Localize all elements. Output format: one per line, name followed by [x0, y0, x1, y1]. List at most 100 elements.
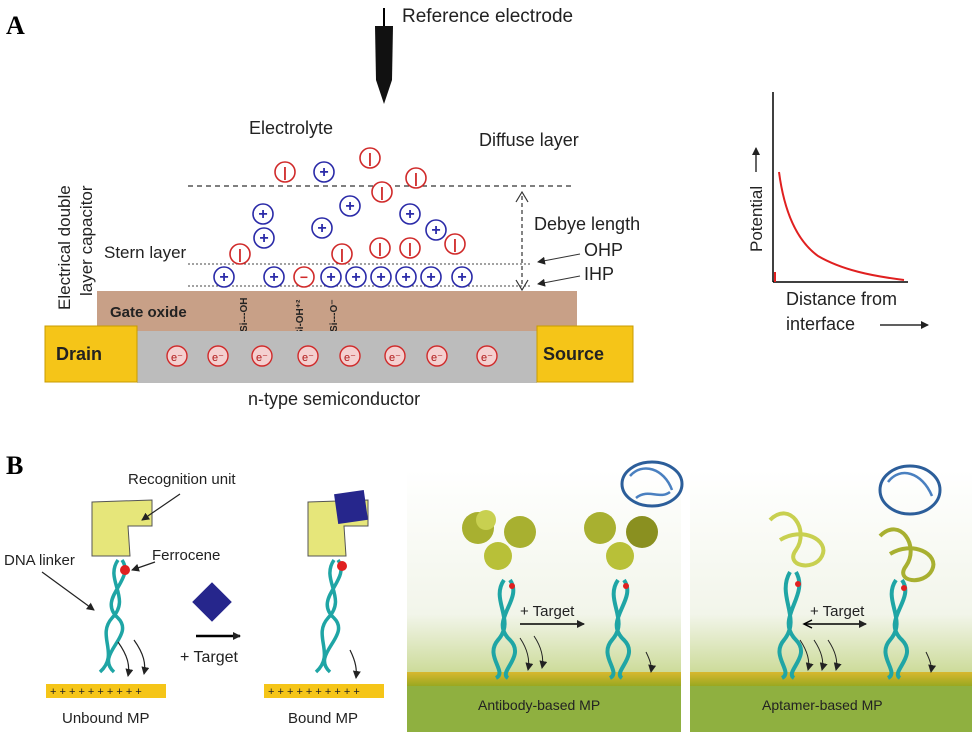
svg-text:|: | [414, 170, 418, 186]
cation-icon: + [345, 266, 367, 288]
antibody-label: Antibody-based MP [478, 697, 600, 713]
anion-icon: | [405, 167, 427, 189]
svg-text:e⁻: e⁻ [389, 352, 401, 364]
cation-icon: + [395, 266, 417, 288]
potential-graph: Potential Distance from interface [747, 92, 929, 334]
ion-group: |+|||++++++|||||++−++++++ [213, 147, 473, 288]
gate-oxide-label: Gate oxide [110, 304, 187, 321]
panel-b: B + + + + + + + + + + Unbound MP Recogni… [4, 451, 972, 732]
cation-icon: + [213, 266, 235, 288]
electron-icon: e⁻ [207, 345, 229, 367]
target-molecule-icon [192, 582, 232, 622]
anion-icon: | [399, 237, 421, 259]
svg-text:+: + [345, 198, 354, 215]
svg-text:|: | [380, 184, 384, 200]
graph-x-label-2: interface [786, 314, 855, 334]
gate-oxide-layer [97, 291, 577, 331]
aptamer-right-icon [878, 527, 936, 583]
drain-label: Drain [56, 344, 102, 364]
ihp-label: IHP [584, 264, 614, 284]
electron-icon: e⁻ [426, 345, 448, 367]
cation-icon: + [313, 161, 335, 183]
panel-a: A Reference electrode Electrolyte Diffus… [6, 6, 929, 409]
antibody-left-icon [462, 510, 536, 570]
anion-icon: | [444, 233, 466, 255]
anion-icon: − [293, 266, 315, 288]
svg-text:+: + [351, 269, 360, 286]
cation-icon: + [425, 219, 447, 241]
reference-electrode-icon [375, 8, 393, 104]
svg-text:+: + [317, 220, 326, 237]
svg-text:e⁻: e⁻ [171, 352, 183, 364]
svg-text:e⁻: e⁻ [431, 352, 443, 364]
diffuse-layer-label: Diffuse layer [479, 130, 579, 150]
electron-icon: e⁻ [166, 345, 188, 367]
anion-icon: | [229, 243, 251, 265]
reference-electrode-label: Reference electrode [402, 6, 573, 27]
electrolyte-label: Electrolyte [249, 118, 333, 138]
electron-icon: e⁻ [251, 345, 273, 367]
electron-icon: e⁻ [384, 345, 406, 367]
svg-text:e⁻: e⁻ [344, 352, 356, 364]
svg-text:+: + [319, 164, 328, 181]
debye-length-label: Debye length [534, 214, 640, 234]
electrode-bar [46, 684, 166, 698]
svg-text:+: + [326, 269, 335, 286]
cation-icon: + [370, 266, 392, 288]
svg-text:+: + [426, 269, 435, 286]
svg-text:+: + [431, 222, 440, 239]
cation-icon: + [253, 227, 275, 249]
svg-text:|: | [368, 150, 372, 166]
svg-text:e⁻: e⁻ [481, 352, 493, 364]
electrode-charges: + + + + + + + + + + [50, 686, 142, 698]
antibody-target-protein-icon [620, 460, 684, 508]
electron-group: e⁻ e⁻ e⁻ e⁻ e⁻ e⁻ e⁻ e⁻ [166, 345, 498, 367]
aptamer-label: Aptamer-based MP [762, 697, 883, 713]
dna-linker-label: DNA linker [4, 552, 75, 569]
electron-icon: e⁻ [297, 345, 319, 367]
bound-target-icon [334, 490, 368, 524]
anion-icon: | [274, 161, 296, 183]
anion-icon: | [371, 181, 393, 203]
dna-linker-helix [98, 558, 127, 674]
unbound-mp: + + + + + + + + + + Unbound MP [46, 499, 166, 727]
bound-mp-label: Bound MP [288, 710, 358, 727]
anion-icon: | [359, 147, 381, 169]
aptamer-panel: + Target Aptamer-based MP [690, 464, 972, 732]
surface-group-2: Si-OH⁺² [295, 299, 306, 336]
svg-text:+: + [457, 269, 466, 286]
svg-text:|: | [283, 164, 287, 180]
ohp-label: OHP [584, 240, 623, 260]
aptamer-left-icon [768, 511, 826, 568]
svg-text:+: + [259, 230, 268, 247]
graph-x-label-1: Distance from [786, 289, 897, 309]
ferrocene-label: Ferrocene [152, 547, 220, 564]
aptamer-target-protein-icon [878, 464, 942, 516]
svg-text:|: | [378, 240, 382, 256]
panel-a-label: A [6, 11, 25, 40]
recognition-unit-label: Recognition unit [128, 471, 236, 488]
antibody-panel: + Target Antibody-based MP [407, 460, 684, 732]
source-label: Source [543, 344, 604, 364]
electron-icon: e⁻ [476, 345, 498, 367]
cation-icon: + [420, 266, 442, 288]
svg-text:−: − [300, 269, 308, 285]
surface-group-3: Si---O⁻ [329, 300, 340, 333]
cation-icon: + [263, 266, 285, 288]
cation-icon: + [320, 266, 342, 288]
svg-text:|: | [340, 246, 344, 262]
drain-contact [44, 325, 138, 383]
antibody-right-icon [584, 512, 658, 570]
unbound-mp-label: Unbound MP [62, 710, 150, 727]
semiconductor-label: n-type semiconductor [248, 389, 420, 409]
electron-icon: e⁻ [339, 345, 361, 367]
anion-icon: | [331, 243, 353, 265]
recognition-unit-shape [91, 499, 153, 557]
svg-text:+: + [269, 269, 278, 286]
semiconductor-layer [137, 331, 537, 383]
graph-y-label: Potential [747, 186, 766, 252]
svg-text:+: + [258, 206, 267, 223]
anion-icon: | [369, 237, 391, 259]
svg-text:e⁻: e⁻ [256, 352, 268, 364]
svg-text:|: | [453, 236, 457, 252]
